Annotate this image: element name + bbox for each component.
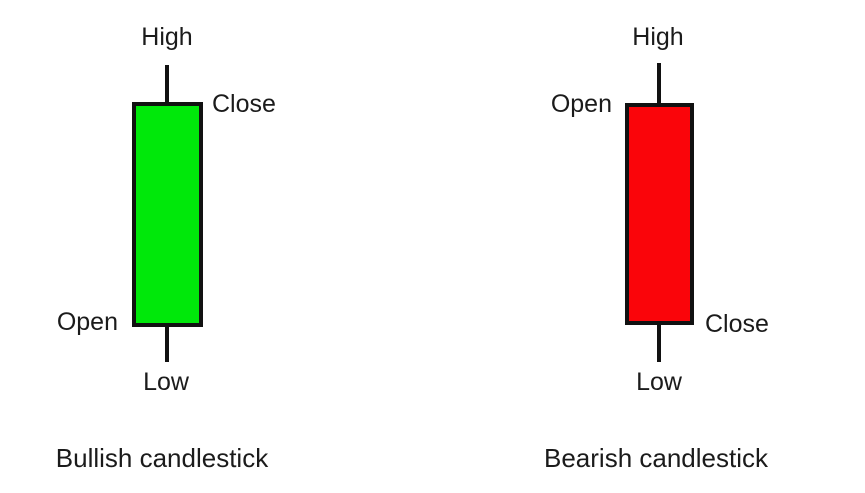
bearish-lower-wick	[657, 322, 661, 362]
bearish-low-label: Low	[636, 368, 682, 396]
bearish-upper-wick	[657, 63, 661, 107]
bearish-close-label: Close	[705, 310, 769, 338]
bearish-candle-body	[625, 103, 694, 325]
bullish-high-label: High	[141, 23, 193, 51]
bullish-lower-wick	[165, 324, 169, 362]
bullish-low-label: Low	[143, 368, 189, 396]
bearish-open-label: Open	[550, 90, 612, 118]
bullish-candle-body	[132, 102, 203, 327]
bearish-high-label: High	[632, 23, 684, 51]
bearish-caption: Bearish candlestick	[544, 443, 768, 473]
bullish-close-label: Close	[212, 90, 276, 118]
bullish-open-label: Open	[56, 308, 118, 336]
bullish-upper-wick	[165, 65, 169, 106]
bullish-caption: Bullish candlestick	[55, 443, 269, 473]
